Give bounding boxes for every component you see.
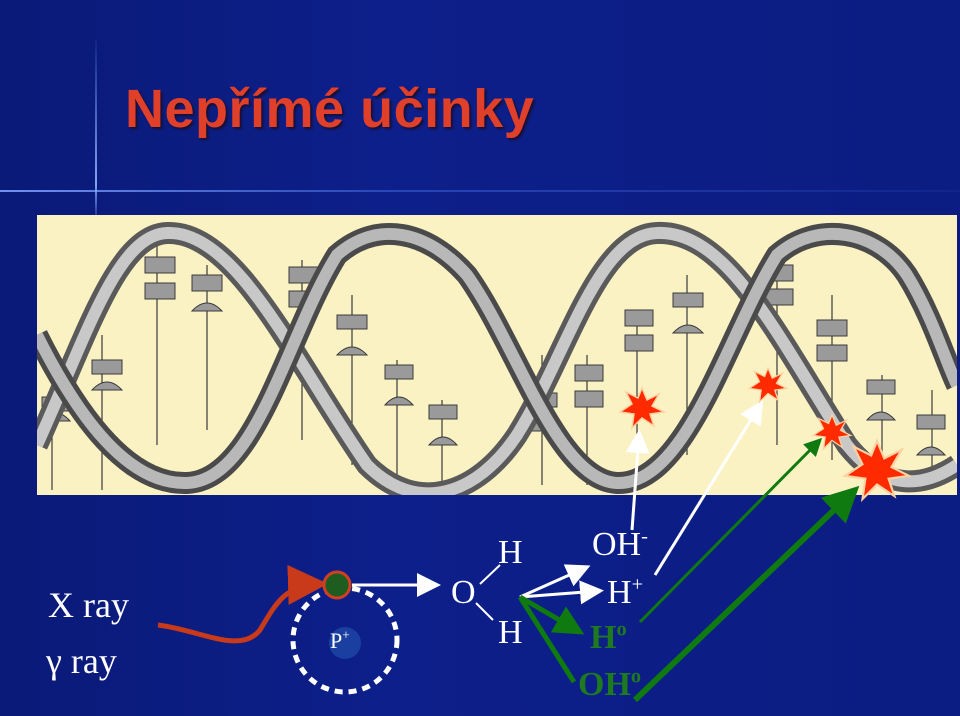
nucleotide-base bbox=[91, 359, 123, 375]
nucleotide-base bbox=[865, 411, 897, 421]
arrow-to-h-radical bbox=[518, 594, 585, 635]
nucleotide-base bbox=[428, 404, 458, 420]
nucleotide-base bbox=[190, 302, 224, 312]
water-bond-upper bbox=[479, 564, 501, 585]
dna-backbone-strand-a-highlight bbox=[31, 226, 960, 500]
arrow-to-oh-radical bbox=[517, 595, 577, 684]
nucleotide-base bbox=[427, 436, 459, 446]
nucleotide-base bbox=[816, 344, 848, 362]
nucleotide-base bbox=[624, 334, 654, 352]
nucleotide-base bbox=[144, 256, 176, 274]
nucleotide-base bbox=[336, 314, 368, 330]
nucleotide-base bbox=[144, 282, 176, 300]
nucleus bbox=[329, 627, 361, 659]
nucleotide-base bbox=[672, 292, 704, 308]
nucleotide-base bbox=[916, 414, 946, 430]
water-oxygen: O bbox=[451, 574, 476, 611]
nucleotide-base bbox=[335, 346, 369, 356]
damage-burst bbox=[747, 366, 789, 404]
h-plus-to-dna-arrow bbox=[653, 399, 764, 576]
h-radical-to-dna-arrow bbox=[638, 437, 823, 624]
water-hydrogen-upper: H bbox=[498, 534, 523, 571]
hydrogen-ion-label: H+ bbox=[607, 573, 644, 611]
decorative-line-vertical bbox=[95, 40, 97, 220]
damage-burst bbox=[617, 386, 667, 431]
nucleus-label: P+ bbox=[330, 627, 350, 653]
hydroxide-ion-label: OH- bbox=[592, 525, 648, 563]
decorative-line-horizontal bbox=[0, 190, 960, 192]
nucleotide-base bbox=[574, 364, 604, 382]
hydrogen-radical-label: Ho bbox=[590, 618, 627, 656]
ejected-electron bbox=[322, 570, 352, 600]
arrow-to-h-plus bbox=[519, 580, 604, 605]
arrow-to-oh-minus bbox=[519, 564, 591, 599]
nucleotide-base bbox=[816, 319, 848, 337]
nucleotide-base bbox=[384, 364, 414, 380]
oh-radical-to-dna-arrow bbox=[632, 485, 860, 703]
radiation-wavy-arrow bbox=[157, 564, 328, 644]
dna-backbone-strand-b-highlight bbox=[31, 228, 960, 490]
nucleotide-base bbox=[671, 324, 705, 334]
damage-burst bbox=[811, 413, 853, 451]
nucleotide-base bbox=[383, 396, 415, 406]
oh-minus-to-dna-arrow bbox=[625, 429, 650, 531]
nucleotide-base bbox=[90, 381, 124, 391]
nucleotide-base bbox=[866, 379, 896, 395]
nucleotide-base bbox=[191, 274, 223, 292]
damage-burst bbox=[842, 438, 913, 503]
xray-label: X ray bbox=[48, 585, 129, 625]
water-hydrogen-lower: H bbox=[498, 614, 523, 651]
nucleotide-base bbox=[574, 390, 604, 408]
nucleotide-base bbox=[624, 309, 654, 327]
water-bond-lower bbox=[475, 602, 494, 621]
hydroxyl-radical-label: OHo bbox=[578, 665, 642, 703]
dna-double-helix bbox=[26, 222, 960, 505]
slide-title: Nepřímé účinky bbox=[125, 79, 535, 139]
gamma-ray-label: γ ray bbox=[46, 641, 117, 681]
nucleotide-base bbox=[915, 446, 947, 456]
